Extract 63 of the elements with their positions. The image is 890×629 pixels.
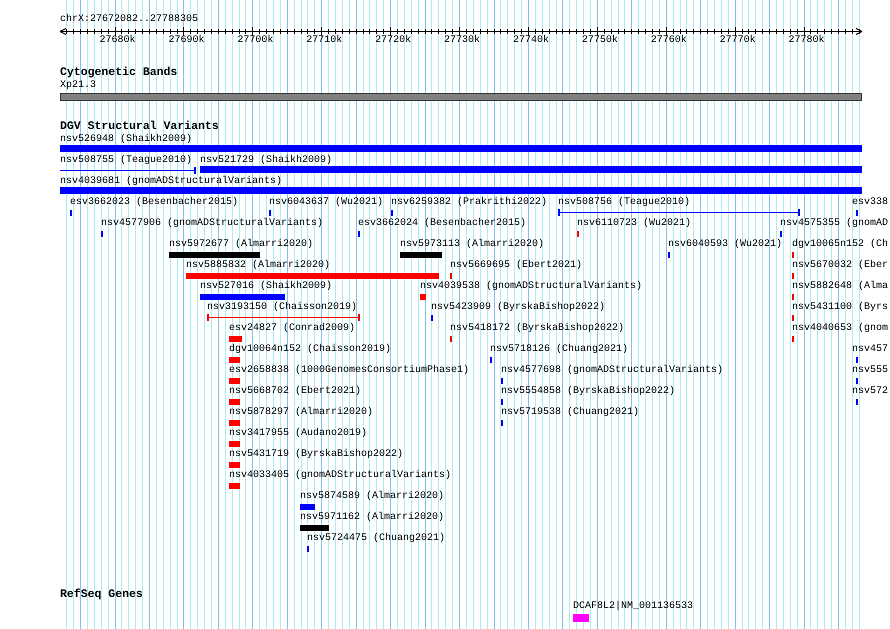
variant-label: nsv5669695 (Ebert2021) [450, 260, 582, 272]
variant-label: nsv5423909 (ByrskaBishop2022) [431, 302, 606, 314]
variant-label: nsv5724475 (Chuang2021) [307, 533, 446, 545]
variant-label: nsv4040653 (gnom [792, 323, 888, 335]
scale-tick-label: 27690k [168, 35, 204, 47]
scale-tick-label: 27760k [650, 35, 687, 47]
variant-label: esv3662023 (Besenbacher2015) [70, 197, 238, 209]
chromosome-location: chrX:27672082..27788305 [60, 14, 198, 26]
track-heading: RefSeq Genes [60, 589, 143, 601]
variant-label: nsv4039538 (gnomADStructuralVariants) [420, 281, 642, 293]
variant-label: nsv5878297 (Almarri2020) [229, 407, 374, 419]
scale-tick-label: 27700k [237, 35, 274, 47]
variant-label: nsv5554858 (ByrskaBishop2022) [501, 386, 676, 398]
scale-tick-label: 27740k [512, 35, 549, 47]
variant-label: nsv3417955 (Audano2019) [229, 428, 368, 440]
variant-label: nsv5718126 (Chuang2021) [490, 344, 628, 356]
scale-tick-label: 27750k [582, 35, 618, 47]
variant-label: nsv5668702 (Ebert2021) [229, 386, 362, 398]
scale-tick-label: 27780k [788, 35, 825, 47]
variant-label: nsv5719538 (Chuang2021) [501, 407, 640, 419]
variant-label: nsv521729 (Shaikh2009) [200, 155, 332, 167]
variant-label: nsv5874589 (Almarri2020) [300, 491, 444, 503]
variant-label: nsv6043637 (Wu2021) [269, 197, 384, 209]
variant-label: nsv4575355 (gnomAD [780, 218, 888, 230]
variant-label: nsv526948 (Shaikh2009) [60, 134, 192, 146]
variant-label: nsv4033405 (gnomADStructuralVariants) [229, 470, 452, 482]
variant-label: nsv5972677 (Almarri2020) [169, 239, 314, 251]
variant-label: esv2658838 (1000GenomesConsortiumPhase1) [229, 365, 470, 377]
variant-label: nsv5418172 (ByrskaBishop2022) [450, 323, 624, 335]
variant-label: esv24827 (Conrad2009) [229, 323, 356, 335]
variant-label: nsv5971162 (Almarri2020) [300, 512, 444, 524]
variant-label: dgv10065n152 (Ch [792, 239, 888, 251]
variant-label: nsv5885832 (Almarri2020) [186, 260, 330, 272]
variant-label: nsv3193150 (Chaisson2019) [207, 302, 358, 314]
scale-tick-label: 27720k [375, 35, 412, 47]
variant-label: nsv572 [852, 386, 888, 398]
variant-label: nsv5670032 (Eber [792, 260, 888, 272]
variant-label: nsv5431100 (Byrs [792, 302, 888, 314]
band-label: Xp21.3 [60, 80, 96, 92]
variant-label: nsv555 [852, 365, 888, 377]
variant-label: nsv508756 (Teague2010) [558, 197, 690, 209]
scale-tick-label: 27680k [100, 35, 136, 47]
variant-label: nsv527016 (Shaikh2009) [200, 281, 332, 293]
variant-label: nsv6110723 (Wu2021) [577, 218, 692, 230]
variant-label: nsv5431719 (ByrskaBishop2022) [229, 449, 404, 461]
variant-label: nsv4577698 (gnomADStructuralVariants) [501, 365, 724, 377]
variant-label: nsv6259382 (Prakrithi2022) [391, 197, 548, 209]
variant-label: nsv457 [852, 344, 888, 356]
variant-label: nsv6040593 (Wu2021) [668, 239, 782, 251]
variant-label: dgv10064n152 (Chaisson2019) [229, 344, 392, 356]
variant-label: esv338 [852, 197, 888, 209]
variant-label: nsv5882648 (Alma [792, 281, 888, 293]
variant-label: nsv4577906 (gnomADStructuralVariants) [101, 218, 324, 230]
scale-tick-label: 27710k [306, 35, 342, 47]
track-heading: Cytogenetic Bands [60, 67, 178, 79]
variant-label: nsv508755 (Teague2010) [60, 155, 192, 167]
scale-tick-label: 27770k [720, 35, 756, 47]
scale-tick-label: 27730k [444, 35, 480, 47]
variant-label: nsv5973113 (Almarri2020) [400, 239, 544, 251]
variant-label: esv3662024 (Besenbacher2015) [358, 218, 526, 230]
gene-label: DCAF8L2|NM_001136533 [573, 601, 694, 613]
variant-label: nsv4039681 (gnomADStructuralVariants) [60, 176, 282, 188]
track-heading: DGV Structural Variants [60, 121, 219, 133]
